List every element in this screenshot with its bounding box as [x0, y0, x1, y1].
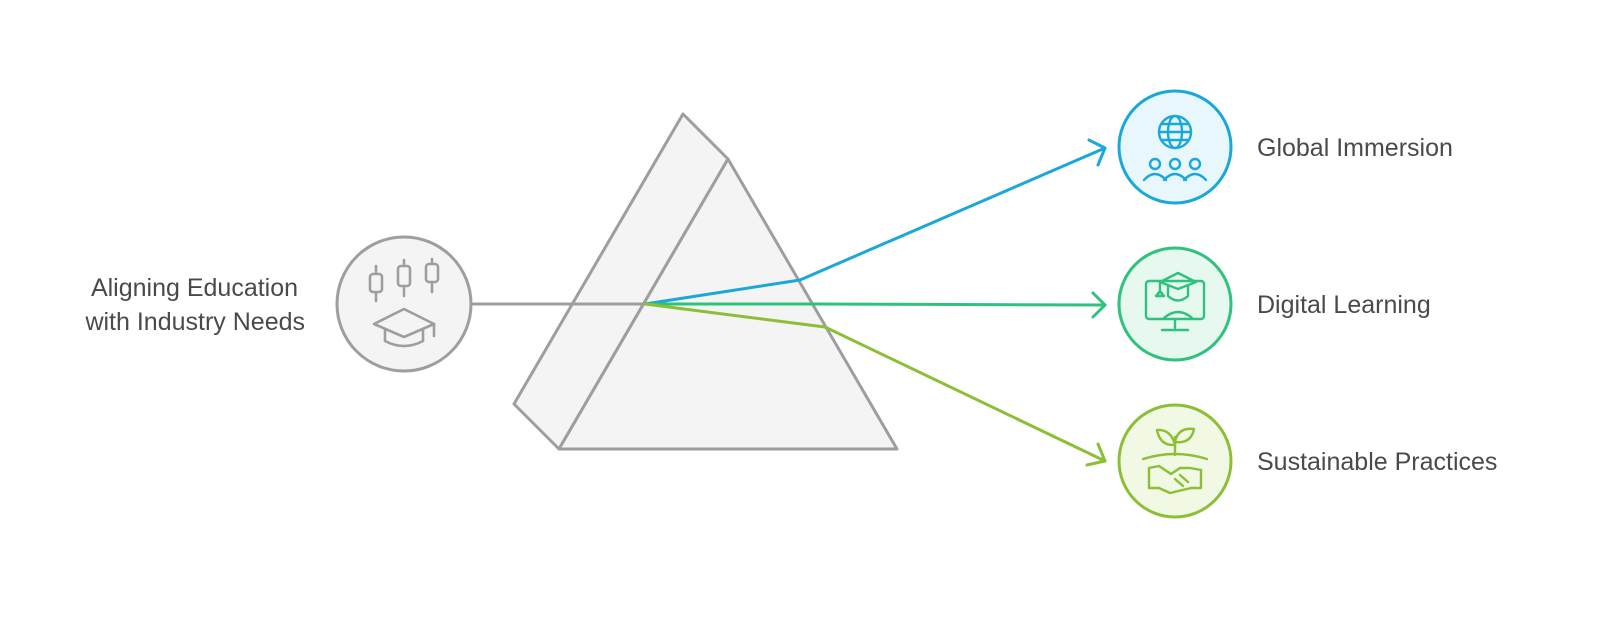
arrowhead-sustainable-practices: [1085, 442, 1107, 467]
candlestick-graduation-cap-icon: [368, 257, 440, 348]
source-circle: [335, 235, 473, 373]
digital-learning-circle: [1117, 246, 1233, 362]
source-label-line-2: with Industry Needs: [84, 308, 305, 336]
beam-global-immersion: [643, 146, 1107, 306]
arrowhead-global-immersion: [1087, 138, 1107, 167]
sustainable-practices-circle: [1117, 403, 1233, 519]
global-immersion-label: Global Immersion: [1257, 134, 1453, 162]
monitor-graduate-icon: [1144, 271, 1206, 332]
beam-sustainable-practices: [643, 302, 1107, 463]
globe-people-icon: [1142, 114, 1208, 182]
source-label: Aligning Education with Industry Needs: [84, 274, 305, 336]
plant-handshake-icon: [1141, 427, 1209, 495]
arrowhead-digital-learning: [1091, 291, 1107, 319]
sustainable-practices-label: Sustainable Practices: [1257, 448, 1497, 476]
beam-digital-learning: [643, 302, 1107, 307]
source-label-line-1: Aligning Education: [91, 274, 298, 302]
digital-learning-label: Digital Learning: [1257, 291, 1431, 319]
